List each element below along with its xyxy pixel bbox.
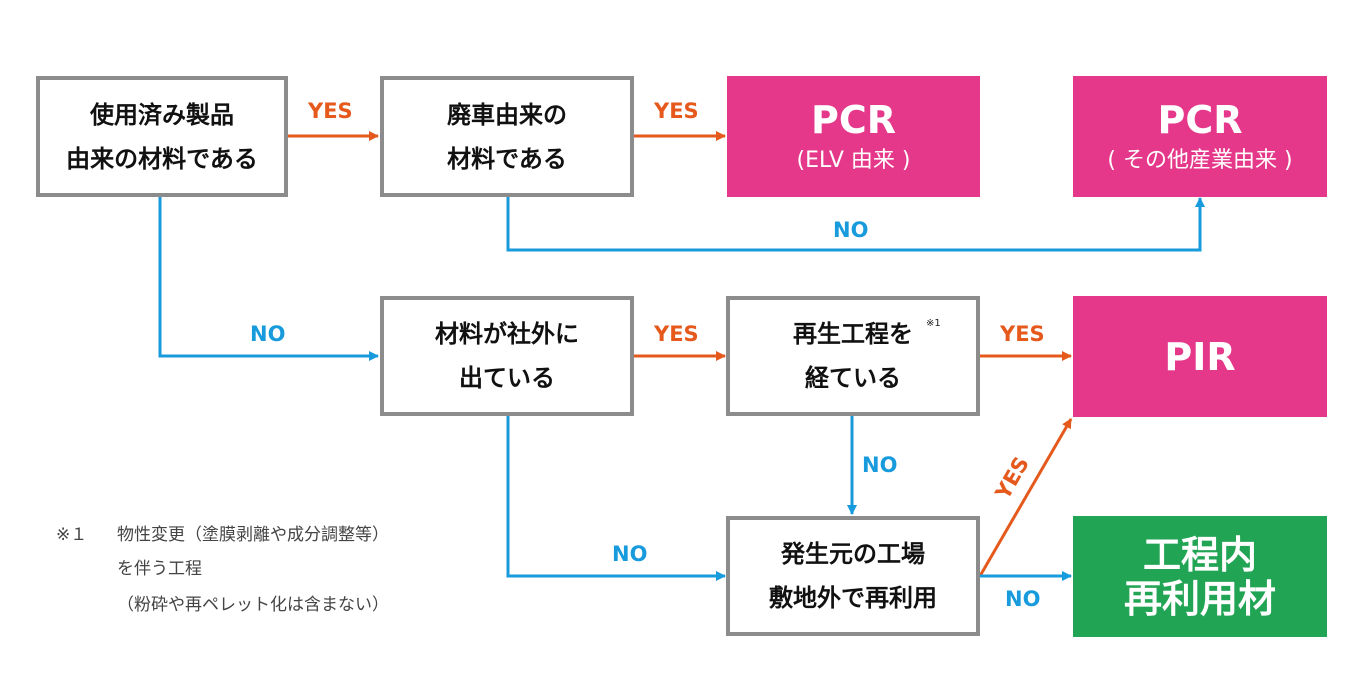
- question-from-scrap-car-line1: 廃車由来の: [447, 100, 567, 129]
- question-left-company-line2: 出ている: [459, 364, 555, 392]
- arrow-q1-to-q3: [158, 197, 379, 361]
- result-pcr-elv-subtitle: (ELV 由来 ): [796, 147, 911, 173]
- arrow-q3-to-q5: [506, 416, 726, 581]
- label-no-q3-q5: NO: [612, 542, 648, 566]
- label-no-q1-q3: NO: [250, 322, 286, 346]
- label-no-q5-inprocess: NO: [1005, 587, 1041, 611]
- result-pcr-elv: PCR (ELV 由来 ): [727, 76, 980, 197]
- result-pcr-other-subtitle: ( その他産業由来 ): [1107, 147, 1293, 173]
- question-offsite-reuse-line2: 敷地外で再利用: [769, 584, 937, 612]
- question-used-product-line1: 使用済み製品: [90, 100, 234, 129]
- question-from-scrap-car: 廃車由来の 材料である: [380, 76, 634, 197]
- result-pcr-other-title: PCR: [1157, 97, 1243, 142]
- footnote-line2: を伴う工程: [117, 559, 202, 579]
- result-in-process-line2: 再利用材: [1123, 576, 1276, 621]
- footnote-line3: （粉砕や再ペレット化は含まない）: [117, 595, 389, 615]
- result-pcr-other: PCR ( その他産業由来 ): [1073, 76, 1327, 197]
- question-used-product: 使用済み製品 由来の材料である: [36, 76, 288, 197]
- question-offsite-reuse-line1: 発生元の工場: [781, 540, 925, 568]
- question-offsite-reuse: 発生元の工場 敷地外で再利用: [726, 516, 980, 636]
- question-left-company-line1: 材料が社外に: [435, 320, 579, 348]
- question-left-company: 材料が社外に 出ている: [380, 296, 634, 416]
- question-from-scrap-car-line2: 材料である: [447, 144, 567, 173]
- label-no-q2-pcr-other: NO: [833, 218, 869, 242]
- result-in-process-line1: 工程内: [1142, 532, 1257, 577]
- label-yes-q3-q4: YES: [654, 322, 699, 346]
- label-yes-q4-pir: YES: [1000, 322, 1045, 346]
- result-pir: PIR: [1073, 296, 1327, 417]
- label-no-q4-q5: NO: [862, 453, 898, 477]
- result-in-process: 工程内 再利用材: [1073, 516, 1327, 637]
- footnote-marker: ※1: [926, 318, 941, 329]
- label-yes-q1-q2: YES: [308, 99, 353, 123]
- question-recycling-process: 再生工程を 経ている ※1: [726, 296, 980, 416]
- label-yes-q2-pcr: YES: [654, 99, 699, 123]
- arrow-q5-to-pir: [978, 418, 1073, 577]
- result-pcr-elv-title: PCR: [811, 97, 896, 142]
- footnote-mark: ※１: [56, 525, 88, 545]
- arrow-q2-to-pcr-other: [506, 197, 1205, 252]
- question-used-product-line2: 由来の材料である: [66, 144, 258, 173]
- footnote-line1: 物性変更（塗膜剥離や成分調整等）: [117, 525, 389, 545]
- result-pir-title: PIR: [1164, 334, 1236, 379]
- question-recycling-process-line1: 再生工程を: [793, 320, 913, 348]
- question-recycling-process-line2: 経ている: [805, 364, 901, 392]
